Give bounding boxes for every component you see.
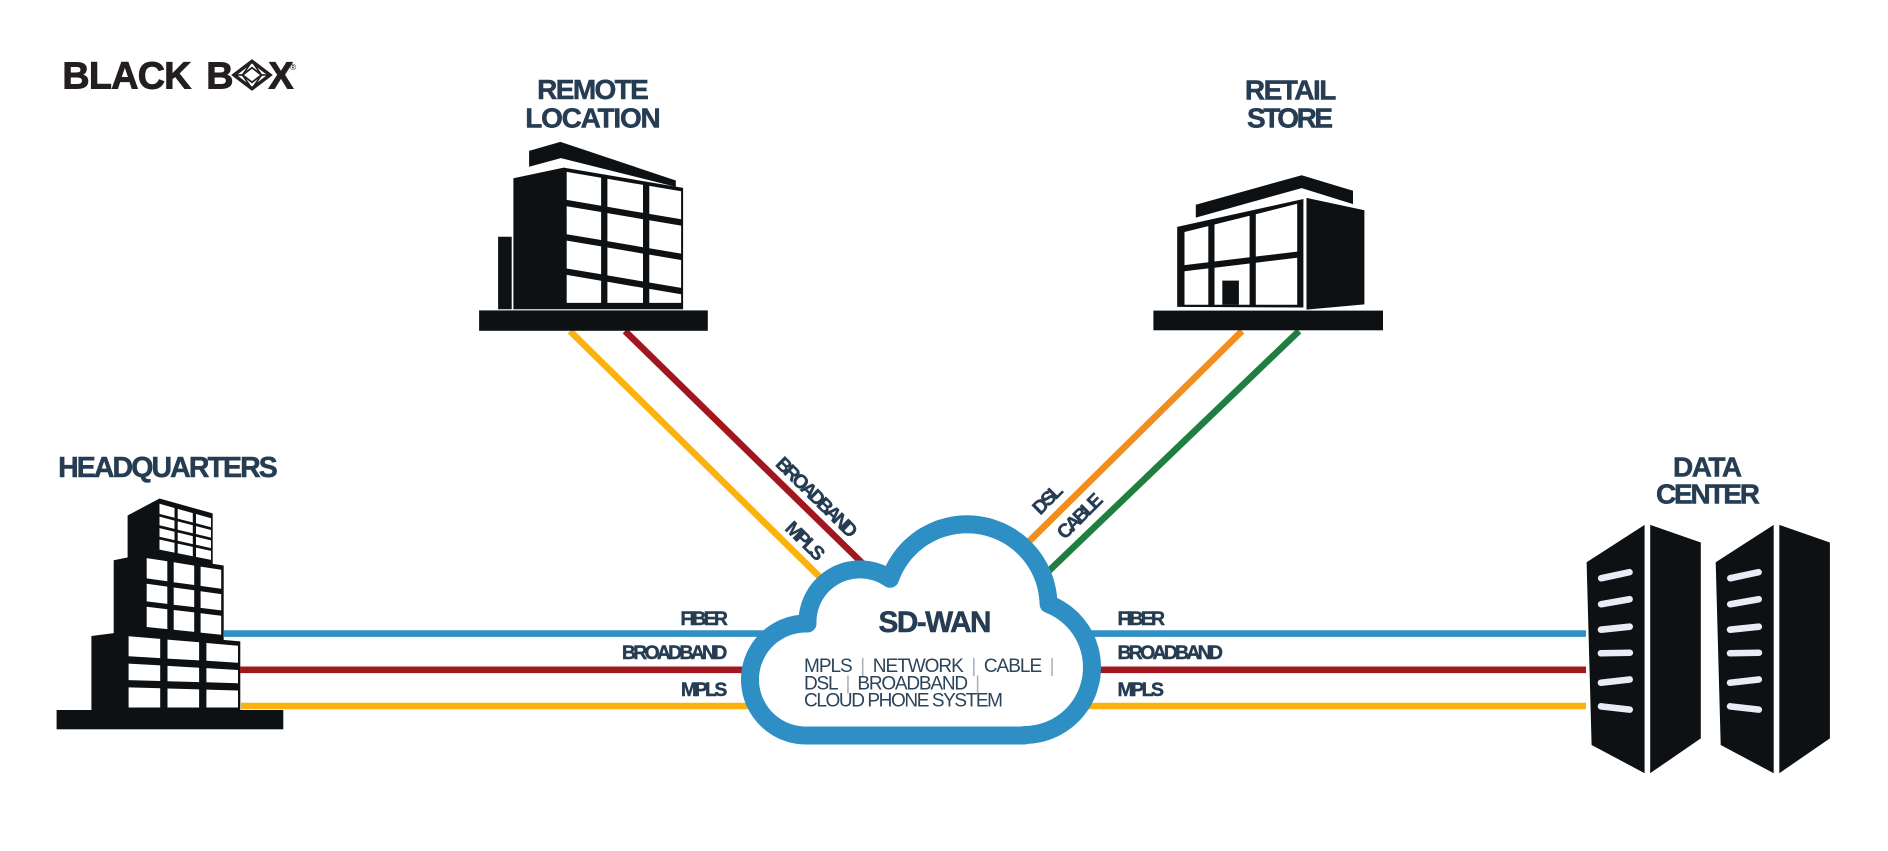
- svg-text:DATA: DATA: [1673, 451, 1742, 482]
- svg-text:FIBER: FIBER: [1118, 608, 1166, 630]
- svg-text:BROADBAND: BROADBAND: [622, 642, 728, 664]
- svg-text:HEADQUARTERS: HEADQUARTERS: [58, 452, 278, 484]
- svg-text:FIBER: FIBER: [680, 608, 728, 630]
- svg-text:STORE: STORE: [1247, 103, 1333, 134]
- svg-text:RETAIL: RETAIL: [1245, 74, 1336, 105]
- svg-text:X: X: [268, 55, 293, 97]
- svg-text:SD-WAN: SD-WAN: [879, 606, 992, 639]
- svg-text:BROADBAND: BROADBAND: [1118, 642, 1224, 664]
- svg-text:DSL | BROADBAND |: DSL | BROADBAND |: [804, 674, 980, 695]
- svg-text:MPLS: MPLS: [1118, 679, 1165, 701]
- svg-text:LOCATION: LOCATION: [525, 103, 660, 134]
- svg-text:B: B: [206, 55, 233, 97]
- svg-text:CLOUD PHONE SYSTEM: CLOUD PHONE SYSTEM: [804, 691, 1003, 712]
- svg-text:REMOTE: REMOTE: [537, 74, 649, 105]
- svg-text:MPLS: MPLS: [681, 679, 728, 701]
- svg-text:BLACK: BLACK: [62, 55, 191, 97]
- svg-text:®: ®: [290, 62, 297, 72]
- svg-text:CENTER: CENTER: [1656, 478, 1760, 509]
- svg-text:MPLS | NETWORK | CABLE |: MPLS | NETWORK | CABLE |: [804, 656, 1055, 677]
